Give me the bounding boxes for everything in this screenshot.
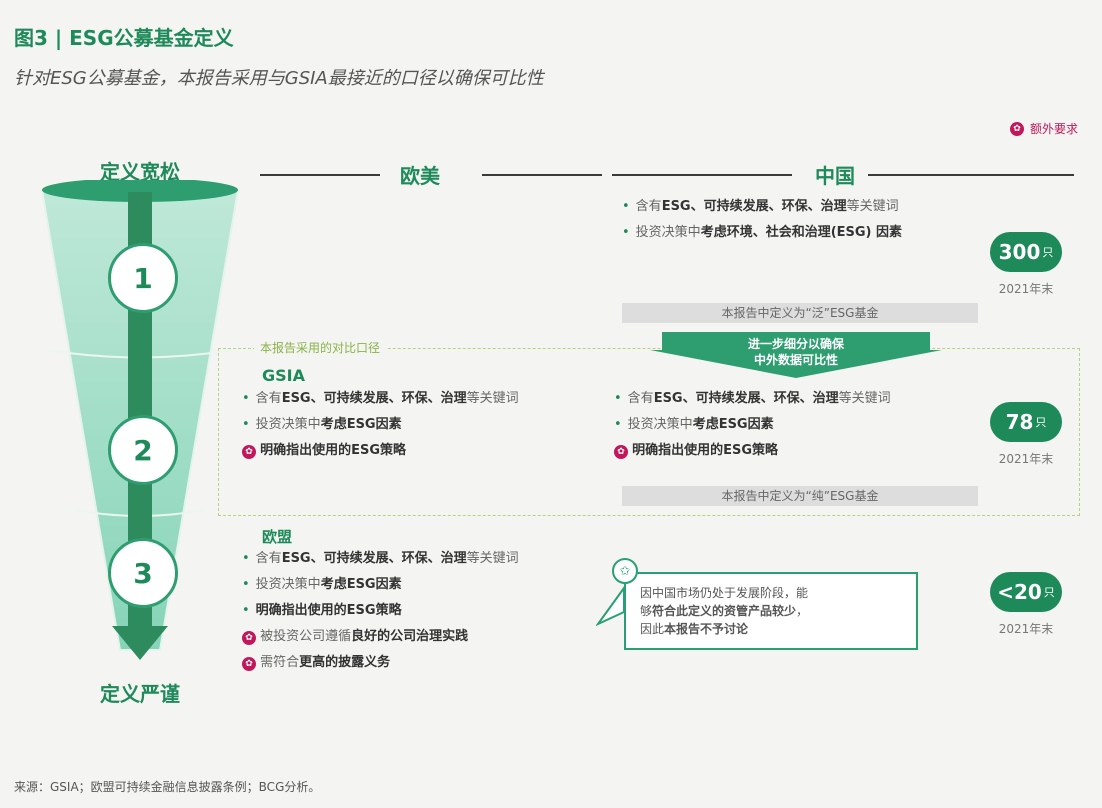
list-item: ✿ 被投资公司遵循良好的公司治理实践: [242, 624, 612, 650]
level1-year: 2021年末: [998, 282, 1054, 296]
west-header-line-left: [260, 174, 380, 176]
list-item: ✿ 明确指出使用的ESG策略: [614, 438, 984, 464]
west-header-line-right: [482, 174, 602, 176]
star-icon: ✩: [612, 558, 638, 584]
level2-china-bullets: •含有ESG、可持续发展、环保、治理等关键词 •投资决策中考虑ESG因素 ✿ 明…: [614, 386, 984, 464]
list-item: •明确指出使用的ESG策略: [242, 603, 402, 618]
chart-subtitle: 针对ESG公募基金，本报告采用与GSIA最接近的口径以确保可比性: [14, 68, 544, 89]
list-item: •投资决策中考虑ESG因素: [614, 417, 774, 432]
list-item: •含有ESG、可持续发展、环保、治理等关键词: [242, 551, 519, 566]
gsia-title: GSIA: [262, 366, 305, 385]
list-item: •投资决策中考虑ESG因素: [242, 577, 402, 592]
level-3-badge: 3: [108, 538, 178, 608]
level3-year: 2021年末: [998, 622, 1054, 636]
list-item: •投资决策中考虑ESG因素: [242, 417, 402, 432]
list-item: •投资决策中考虑环境、社会和治理(ESG) 因素: [622, 225, 903, 240]
level-1-badge: 1: [108, 243, 178, 313]
level2-year: 2021年末: [998, 452, 1054, 466]
china-header-line-left: [612, 174, 792, 176]
funnel-bottom-label: 定义严谨: [100, 682, 180, 706]
extra-requirement-icon: ✿: [242, 631, 256, 645]
legend-label: 额外要求: [1029, 122, 1078, 136]
comparison-scope-label: 本报告采用的对比口径: [254, 339, 387, 356]
eu-title: 欧盟: [262, 528, 293, 546]
level2-definition-bar: 本报告中定义为“纯”ESG基金: [622, 486, 978, 506]
level-2-badge: 2: [108, 415, 178, 485]
extra-requirement-icon: ✿: [614, 445, 628, 459]
list-item: ✿ 明确指出使用的ESG策略: [242, 438, 612, 464]
china-header-line-right: [868, 174, 1074, 176]
region-china: 中国: [815, 164, 855, 188]
china-note-callout: 因中国市场仍处于发展阶段，能 够符合此定义的资管产品较少， 因此本报告不予讨论: [624, 572, 918, 650]
list-item: •含有ESG、可持续发展、环保、治理等关键词: [614, 391, 891, 406]
chart-title: 图3 | ESG公募基金定义: [14, 26, 234, 50]
level1-definition-bar: 本报告中定义为“泛”ESG基金: [622, 303, 978, 323]
region-west: 欧美: [400, 164, 440, 188]
refine-arrow-text: 进一步细分以确保 中外数据可比性: [747, 337, 844, 367]
extra-requirement-icon: ✿: [242, 445, 256, 459]
source-note: 来源：GSIA；欧盟可持续金融信息披露条例；BCG分析。: [14, 780, 321, 794]
list-item: •含有ESG、可持续发展、环保、治理等关键词: [622, 199, 899, 214]
refine-arrow: [650, 332, 942, 378]
legend: ✿ 额外要求: [1009, 120, 1078, 137]
extra-requirement-icon: ✿: [242, 657, 256, 671]
list-item: •含有ESG、可持续发展、环保、治理等关键词: [242, 391, 519, 406]
comparison-scope-box: [218, 348, 1080, 516]
eu-bullets: •含有ESG、可持续发展、环保、治理等关键词 •投资决策中考虑ESG因素 •明确…: [242, 546, 612, 676]
gsia-bullets: •含有ESG、可持续发展、环保、治理等关键词 •投资决策中考虑ESG因素 ✿ 明…: [242, 386, 612, 464]
level1-china-bullets: •含有ESG、可持续发展、环保、治理等关键词 •投资决策中考虑环境、社会和治理(…: [622, 194, 992, 246]
list-item: ✿ 需符合更高的披露义务: [242, 650, 612, 676]
extra-requirement-icon: ✿: [1009, 121, 1024, 136]
